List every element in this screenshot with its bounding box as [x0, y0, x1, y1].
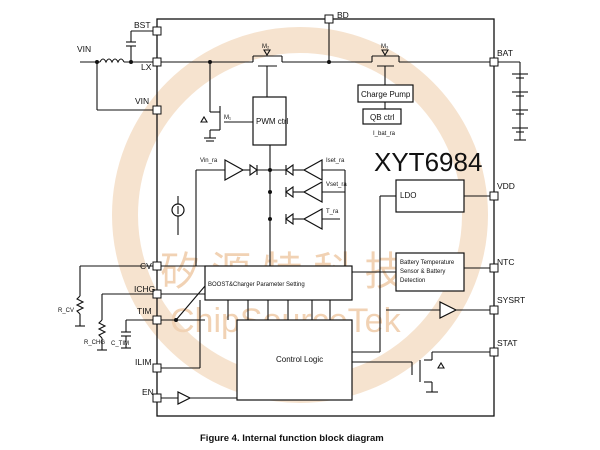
charge-pump-label: Charge Pump — [361, 90, 411, 99]
amplifiers — [171, 145, 346, 266]
power-path — [80, 19, 494, 142]
t-ra-label: T_ra — [326, 209, 339, 215]
pin-bat-label: BAT — [497, 48, 513, 58]
pins — [152, 14, 499, 403]
control-wires — [157, 195, 494, 405]
vin-ra-label: Vin_ra — [200, 158, 218, 164]
pin-bd-label: BD — [337, 10, 349, 20]
rchg-label: R_CHG — [84, 340, 105, 346]
pin-ilim-label: ILIM — [135, 357, 152, 367]
boost-params-block — [204, 265, 353, 301]
battery-stack — [494, 61, 528, 141]
pin-vdd-label: VDD — [497, 181, 515, 191]
pwm-ctrl-block — [252, 96, 287, 146]
m2-label: M₂ — [262, 44, 270, 50]
vset-ra-label: Vset_ra — [326, 182, 347, 188]
ctm-label: C_TIM — [111, 341, 129, 347]
chip-title: XYT6984 — [374, 147, 482, 177]
ldo-label: LDO — [400, 191, 416, 200]
battery-sensor-line-2: Sensor & Battery — [400, 269, 445, 275]
pin-en-label: EN — [142, 387, 154, 397]
m3-label: M₃ — [381, 44, 389, 50]
battery-sensor-line-3: Detection — [400, 278, 425, 284]
iset-ra-label: Iset_ra — [326, 158, 345, 164]
pwm-ctrl-label: PWM ctrl — [256, 117, 289, 126]
ibat-ra-label: I_bat_ra — [373, 131, 396, 137]
external-components — [75, 265, 157, 351]
rcv-label: R_CV — [58, 308, 74, 314]
battery-sensor-line-1: Battery Temperature — [400, 260, 455, 266]
pin-tim-label: TIM — [137, 306, 152, 316]
pin-ichg-label: ICHG — [134, 284, 155, 294]
pin-vin-label: VIN — [135, 96, 149, 106]
pin-stat-label: STAT — [497, 338, 517, 348]
figure-caption: Figure 4. Internal function block diagra… — [200, 433, 384, 444]
pin-ntc-label: NTC — [497, 257, 514, 267]
pin-lx-label: LX — [141, 62, 152, 72]
pin-vin-ext-label: VIN — [77, 44, 91, 54]
control-logic-block — [236, 319, 353, 401]
qb-ctrl-label: QB ctrl — [370, 113, 395, 122]
pin-bst-label: BST — [134, 20, 151, 30]
m1-label: M₁ — [224, 115, 231, 121]
pin-cv-label: CV — [140, 261, 152, 271]
qb-ctrl-block — [362, 108, 402, 125]
pin-sysrt-label: SYSRT — [497, 295, 525, 305]
boost-params-label: BOOST&Charger Parameter Setting — [208, 282, 305, 288]
control-logic-label: Control Logic — [276, 355, 323, 364]
ldo-block — [395, 179, 465, 213]
